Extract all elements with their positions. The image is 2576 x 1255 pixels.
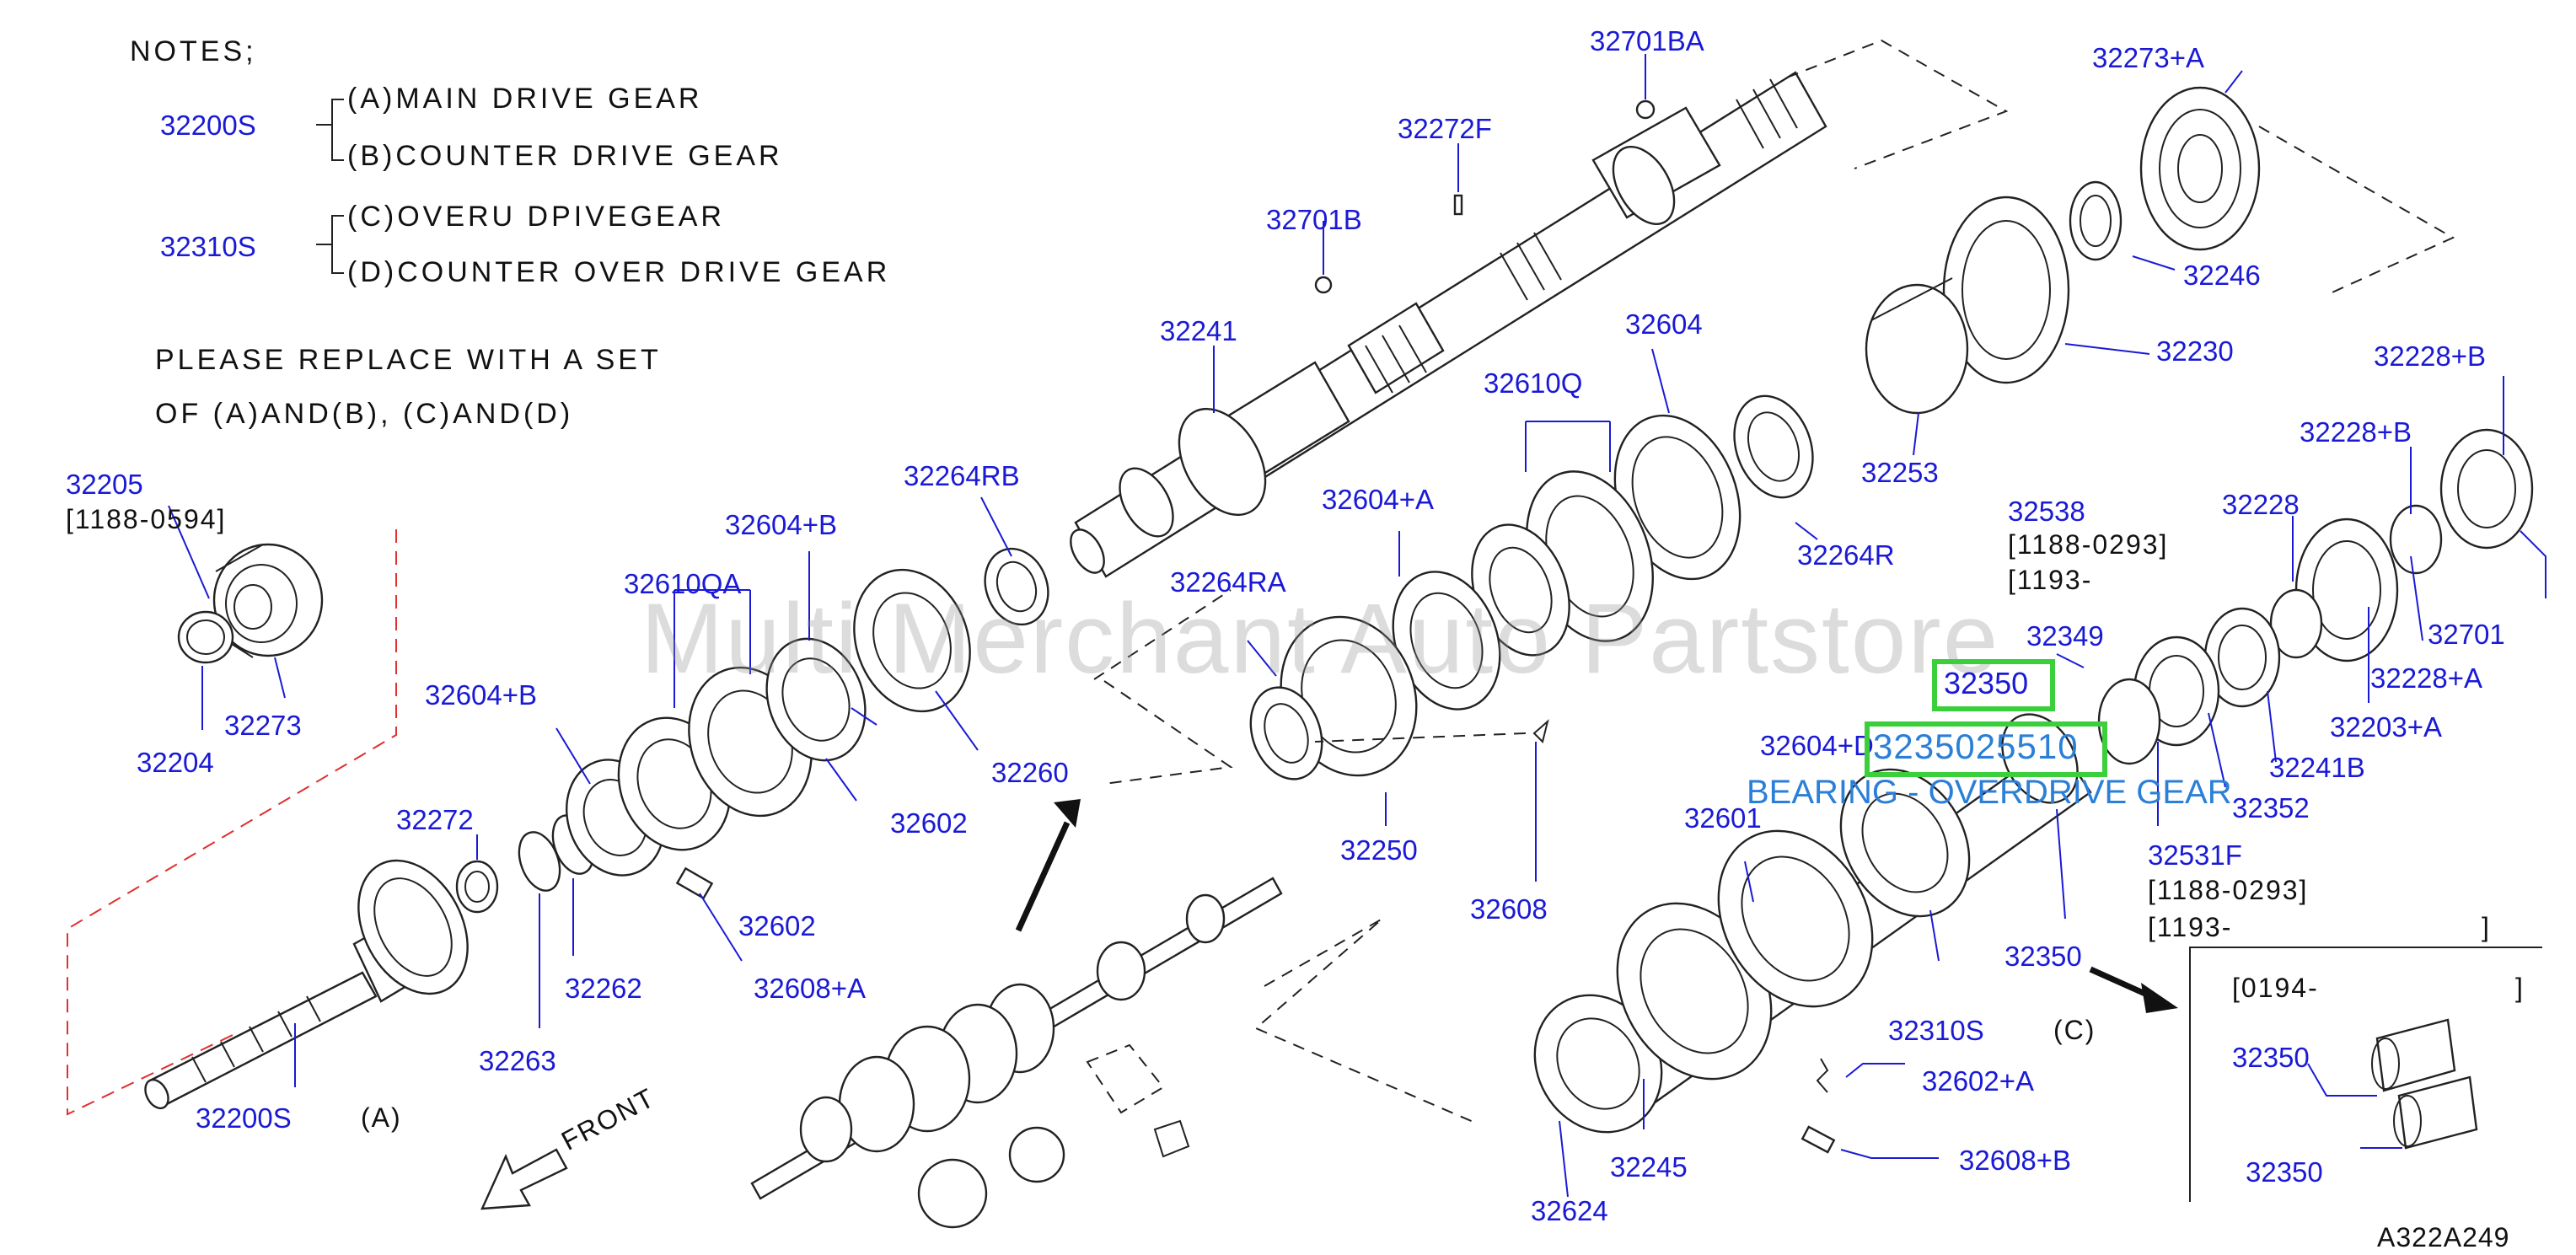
inset-label-32350-a: 32350 xyxy=(2232,1042,2310,1073)
label-32349: 32349 xyxy=(2026,620,2104,652)
label-32228: 32228 xyxy=(2222,489,2300,520)
label-32310s: 32310S xyxy=(1888,1015,1984,1046)
label-32272f: 32272F xyxy=(1398,113,1492,144)
label-32352: 32352 xyxy=(2232,792,2310,823)
countershaft-c xyxy=(1254,713,2092,1198)
label-32264r: 32264R xyxy=(1797,539,1895,571)
mainshaft-32241 xyxy=(1070,39,2009,680)
inset-range-end: ] xyxy=(2515,973,2525,1003)
notes-group2-d: (D)COUNTER OVER DRIVE GEAR xyxy=(347,256,891,288)
label-32205-range: [1188-0594] xyxy=(66,504,227,534)
notes-replace-line1: PLEASE REPLACE WITH A SET xyxy=(155,344,662,376)
label-32246: 32246 xyxy=(2183,260,2261,291)
label-32203a: 32203+A xyxy=(2330,711,2443,743)
highlight-box-big[interactable] xyxy=(1865,721,2107,777)
label-32228a: 32228+A xyxy=(2370,662,2483,694)
label-32538-range2: [1193- xyxy=(2008,565,2093,595)
notes-replace-line2: OF (A)AND(B), (C)AND(D) xyxy=(155,398,574,430)
highlight-small-code[interactable]: 32350 xyxy=(1944,666,2029,700)
label-32245: 32245 xyxy=(1610,1151,1688,1183)
label-32602-b: 32602 xyxy=(738,910,816,941)
highlight-description: BEARING - OVERDRIVE GEAR xyxy=(1747,774,2232,811)
label-32610q: 32610Q xyxy=(1484,367,1583,399)
label-32701b: 32701B xyxy=(1266,204,1362,235)
upper-right-bearings xyxy=(1865,70,2455,456)
notes-group2-c: (C)OVERU DPIVEGEAR xyxy=(347,201,725,233)
highlight-part-number[interactable]: 3235025510 xyxy=(1873,727,2079,766)
arrow-to-inset xyxy=(2089,966,2178,1013)
arrow-up-right xyxy=(1015,799,1081,932)
label-32602a: 32602+A xyxy=(1922,1065,2035,1097)
label-32241b: 32241B xyxy=(2269,752,2365,783)
label-32264ra: 32264RA xyxy=(1170,566,1286,598)
label-32608: 32608 xyxy=(1470,893,1548,925)
label-32230: 32230 xyxy=(2156,335,2234,367)
label-32272: 32272 xyxy=(396,804,474,835)
label-32538-range1: [1188-0293] xyxy=(2008,529,2169,560)
notes-group1-code: 32200S xyxy=(160,110,256,141)
label-32228b-top: 32228+B xyxy=(2374,341,2487,372)
inset-panel xyxy=(2189,947,2542,1202)
main-drive-shaft xyxy=(144,859,473,1110)
label-32608a: 32608+A xyxy=(754,973,867,1004)
label-32250: 32250 xyxy=(1340,834,1418,866)
label-32531f-range1: [1188-0293] xyxy=(2148,875,2309,905)
label-32604b-mid: 32604+B xyxy=(725,509,838,540)
label-32531f-range2-end: ] xyxy=(2482,912,2491,942)
label-32608b: 32608+B xyxy=(1959,1145,2072,1176)
label-32263: 32263 xyxy=(479,1045,556,1076)
label-32624: 32624 xyxy=(1531,1195,1608,1226)
label-32604a: 32604+A xyxy=(1322,484,1435,515)
label-32205: 32205 xyxy=(66,469,143,500)
label-32604b-left: 32604+B xyxy=(425,679,538,711)
label-32350-lower: 32350 xyxy=(2004,941,2082,972)
label-32701: 32701 xyxy=(2428,619,2505,650)
label-32273a: 32273+A xyxy=(2092,42,2205,73)
notes-brackets xyxy=(316,99,344,274)
label-32264rb: 32264RB xyxy=(904,460,1020,491)
label-32204: 32204 xyxy=(137,747,214,778)
label-32241: 32241 xyxy=(1160,315,1237,346)
inset-range: [0194- xyxy=(2232,973,2319,1003)
label-32604d: 32604+D xyxy=(1760,730,1874,761)
label-32604: 32604 xyxy=(1625,308,1703,340)
watermark: Multi Merchant Auto Partstore xyxy=(641,583,2000,695)
label-32701ba: 32701BA xyxy=(1590,25,1704,56)
label-32262: 32262 xyxy=(565,973,642,1004)
bearing-32205-group xyxy=(67,505,397,1116)
mark-a: (A) xyxy=(361,1102,402,1133)
notes-group1-a: (A)MAIN DRIVE GEAR xyxy=(347,83,703,115)
assembled-transmission xyxy=(750,877,1283,1229)
highlight-box-small[interactable] xyxy=(1932,659,2055,711)
figure-id: A322A249 xyxy=(2377,1222,2510,1252)
label-32253: 32253 xyxy=(1861,457,1939,488)
mark-c: (C) xyxy=(2053,1015,2096,1045)
front-arrow xyxy=(480,1148,568,1210)
notes-heading: NOTES; xyxy=(130,35,257,67)
label-32602-a: 32602 xyxy=(890,807,968,839)
label-32273: 32273 xyxy=(224,710,302,741)
label-32601: 32601 xyxy=(1684,802,1762,834)
label-32610qa: 32610QA xyxy=(624,568,742,599)
label-32538: 32538 xyxy=(2008,496,2085,527)
notes-group2-code: 32310S xyxy=(160,231,256,262)
needle-bearing-32272 xyxy=(455,834,499,914)
label-32228b-mid: 32228+B xyxy=(2300,416,2412,448)
label-32531f-range2: [1193- xyxy=(2148,912,2233,942)
label-32200s: 32200S xyxy=(196,1102,292,1134)
label-32531f: 32531F xyxy=(2148,839,2242,871)
synchro-assembly-left xyxy=(555,496,1049,962)
notes-group1-b: (B)COUNTER DRIVE GEAR xyxy=(347,140,783,172)
label-32260: 32260 xyxy=(991,757,1069,788)
gear-cluster-center xyxy=(1103,348,1818,882)
inset-label-32350-b: 32350 xyxy=(2246,1156,2323,1188)
